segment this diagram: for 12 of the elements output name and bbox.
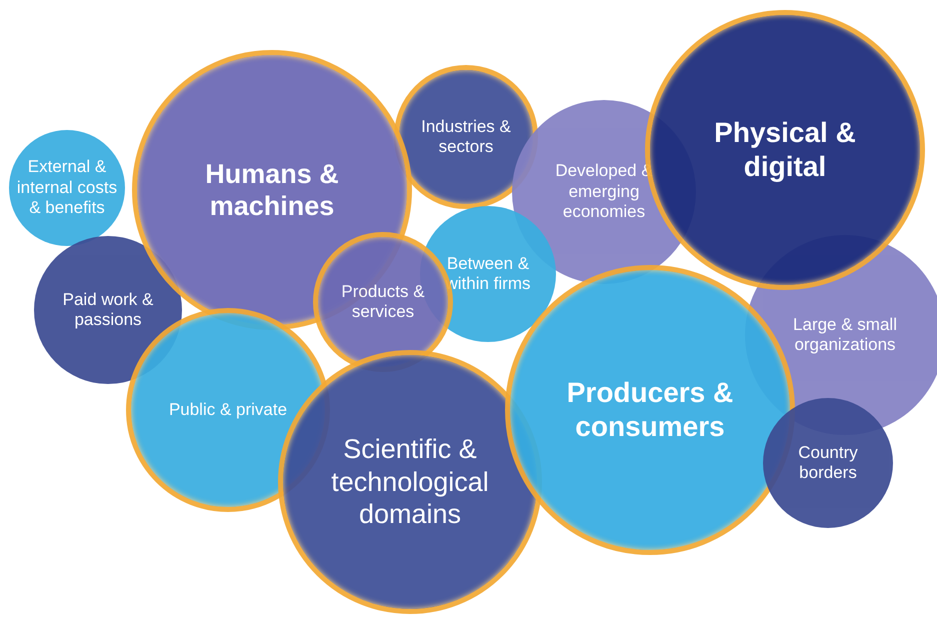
bubble-label: Humans & machines bbox=[204, 158, 340, 222]
bubble-label: Public & private bbox=[168, 400, 288, 420]
bubble-label: Developed & emerging economies bbox=[554, 161, 654, 223]
bubble-label: Producers & consumers bbox=[566, 376, 734, 444]
bubble-label: Scientific & technological domains bbox=[330, 433, 490, 531]
bubble-label: Physical & digital bbox=[713, 116, 857, 184]
bubble-label: Large & small organizations bbox=[792, 314, 898, 356]
bubble-label: Country borders bbox=[797, 442, 859, 484]
bubble-label: External & internal costs & benefits bbox=[16, 157, 118, 219]
bubble-label: Industries & sectors bbox=[420, 116, 512, 158]
bubble-label: Paid work & passions bbox=[62, 290, 154, 330]
bubble-label: Products & services bbox=[340, 282, 426, 322]
